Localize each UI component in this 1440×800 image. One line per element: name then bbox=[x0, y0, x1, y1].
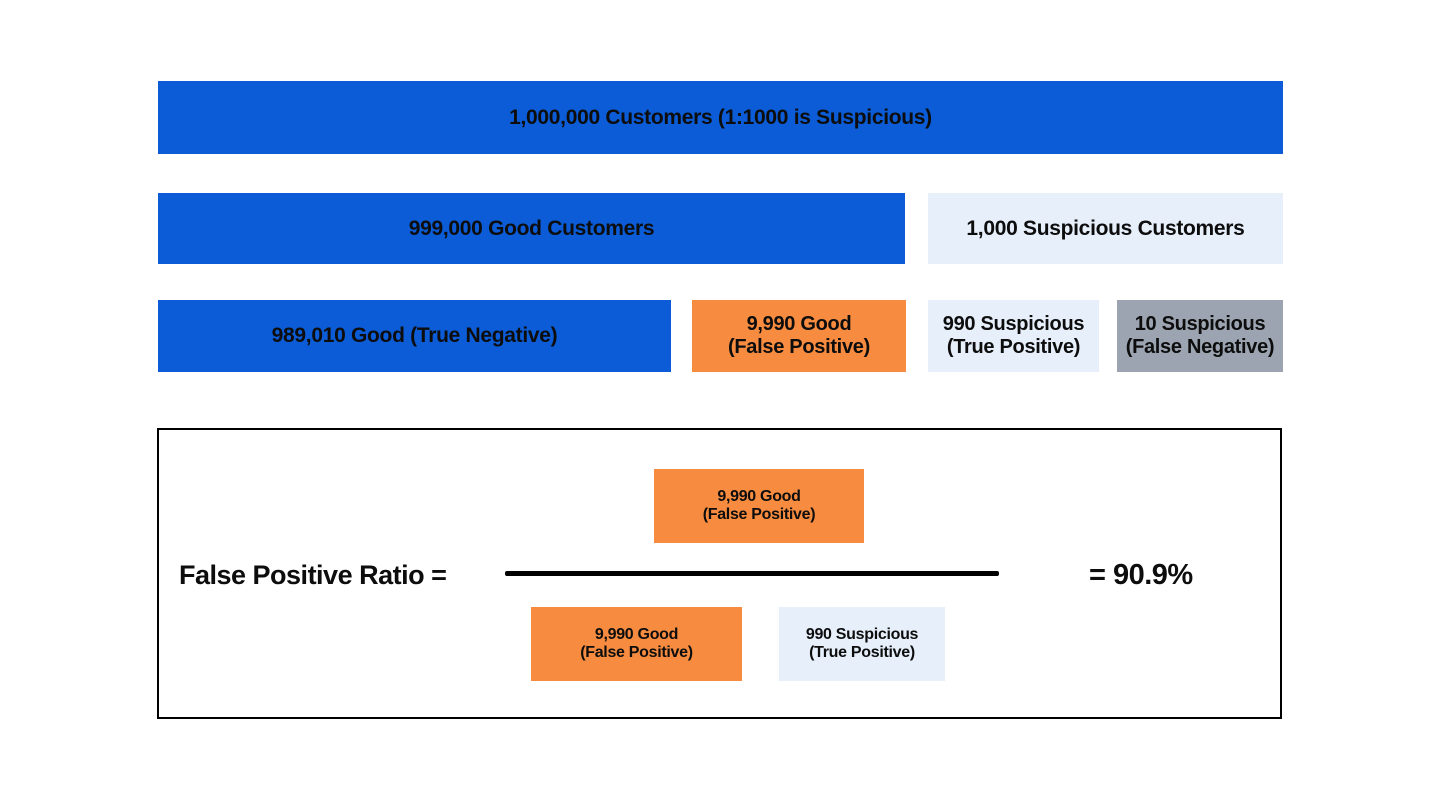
bar-false-positive-label-line1: 9,990 Good bbox=[746, 313, 852, 335]
fraction-numerator-label-line2: (False Positive) bbox=[702, 506, 816, 523]
bar-false-negative: 10 Suspicious (False Negative) bbox=[1117, 300, 1283, 372]
fraction-denominator-true-positive-line1: 990 Suspicious bbox=[805, 626, 919, 643]
bar-all-customers: 1,000,000 Customers (1:1000 is Suspiciou… bbox=[158, 81, 1283, 154]
fraction-line bbox=[505, 571, 999, 576]
formula-result: = 90.9% bbox=[1089, 559, 1193, 591]
bar-true-negative: 989,010 Good (True Negative) bbox=[158, 300, 671, 372]
fraction-denominator-false-positive-line1: 9,990 Good bbox=[594, 626, 679, 643]
fraction-denominator-false-positive-box: 9,990 Good (False Positive) bbox=[531, 607, 742, 681]
bar-true-positive: 990 Suspicious (True Positive) bbox=[928, 300, 1099, 372]
bar-true-positive-label-line1: 990 Suspicious bbox=[942, 313, 1085, 335]
bar-suspicious-customers: 1,000 Suspicious Customers bbox=[928, 193, 1283, 264]
formula-label: False Positive Ratio = bbox=[179, 560, 447, 590]
bar-false-positive: 9,990 Good (False Positive) bbox=[692, 300, 906, 372]
fraction-denominator-true-positive-line2: (True Positive) bbox=[809, 644, 915, 661]
bar-false-positive-label-line2: (False Positive) bbox=[728, 336, 870, 358]
false-positive-ratio-formula-box: False Positive Ratio = 9,990 Good (False… bbox=[157, 428, 1282, 719]
bar-false-negative-label-line1: 10 Suspicious bbox=[1134, 313, 1266, 335]
bar-true-negative-label: 989,010 Good (True Negative) bbox=[271, 324, 558, 347]
bar-good-customers-label: 999,000 Good Customers bbox=[408, 216, 655, 240]
bar-true-positive-label-line2: (True Positive) bbox=[946, 336, 1081, 358]
fraction-denominator-true-positive-box: 990 Suspicious (True Positive) bbox=[779, 607, 945, 681]
fraction-numerator-label-line1: 9,990 Good bbox=[717, 488, 801, 505]
fraction-denominator-false-positive-line2: (False Positive) bbox=[580, 644, 693, 661]
bar-good-customers: 999,000 Good Customers bbox=[158, 193, 905, 264]
bar-all-customers-label: 1,000,000 Customers (1:1000 is Suspiciou… bbox=[509, 105, 932, 129]
bar-suspicious-customers-label: 1,000 Suspicious Customers bbox=[966, 216, 1245, 240]
fraction-numerator-false-positive-box: 9,990 Good (False Positive) bbox=[654, 469, 864, 543]
bar-false-negative-label-line2: (False Negative) bbox=[1125, 336, 1275, 358]
